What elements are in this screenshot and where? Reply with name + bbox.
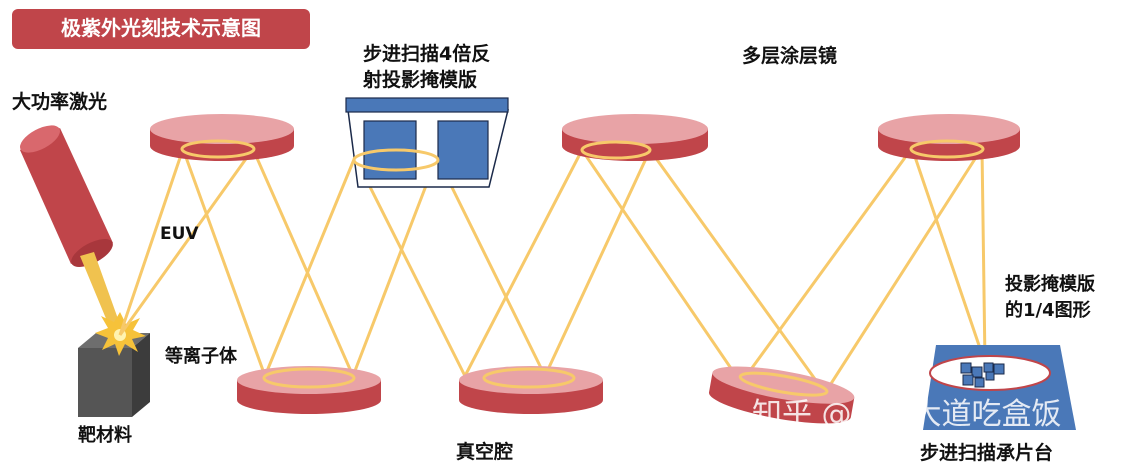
laser-beam [80, 252, 122, 333]
pattern-squares [960, 362, 1005, 388]
mirror-top-1 [150, 114, 294, 161]
label-pattern-line2: 的1/4图形 [1005, 299, 1091, 321]
label-laser: 大功率激光 [12, 90, 107, 113]
laser-source [20, 125, 113, 267]
label-target: 靶材料 [78, 424, 132, 446]
label-wafer-stage: 步进扫描承片台 [920, 441, 1053, 464]
label-multilayer-mirror: 多层涂层镜 [742, 44, 837, 67]
label-pattern-line1: 投影掩模版 [1005, 273, 1095, 295]
label-plasma: 等离子体 [165, 345, 238, 367]
label-vacuum-chamber: 真空腔 [456, 440, 513, 463]
label-mask-line1: 步进扫描4倍反 [363, 42, 490, 65]
mirror-bottom-1 [237, 366, 381, 414]
euv-beam-paths [118, 146, 987, 395]
mirror-bottom-2 [459, 366, 603, 414]
label-mask-line2: 射投影掩模版 [362, 68, 477, 91]
label-euv: EUV [160, 224, 199, 244]
title-text: 极紫外光刻技术示意图 [61, 16, 261, 40]
mirror-top-3 [878, 114, 1020, 161]
title-badge: 极紫外光刻技术示意图 [12, 9, 310, 49]
watermark: 知乎 @深南大道吃盒饭 [752, 397, 1062, 432]
mirror-bottom-3 [709, 366, 855, 424]
wafer-stage [923, 345, 1076, 430]
mirror-top-2 [562, 114, 708, 161]
target-cube [78, 333, 150, 417]
reflective-mask [345, 97, 509, 188]
